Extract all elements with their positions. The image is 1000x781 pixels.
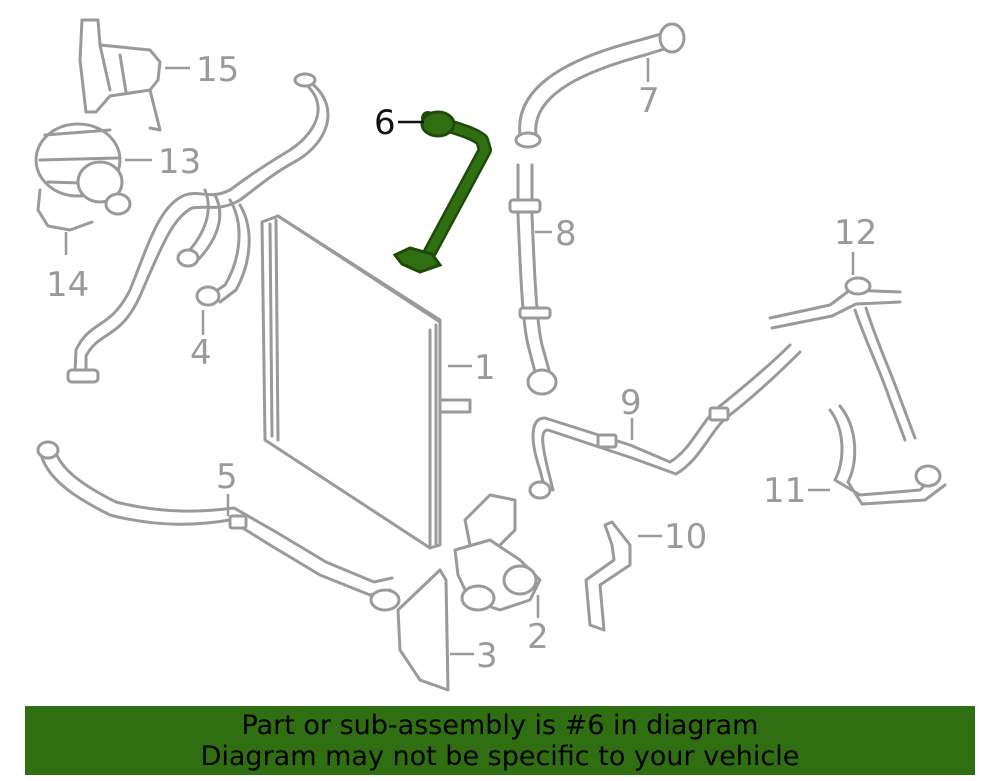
callout-14: 14 (46, 265, 89, 305)
callout-1: 1 (474, 348, 496, 388)
part-14-clip (36, 188, 94, 232)
callout-8: 8 (555, 214, 577, 254)
callout-4: 4 (190, 333, 212, 373)
banner-line-1: Part or sub-assembly is #6 in diagram (241, 710, 759, 741)
part-3-shield (396, 568, 450, 692)
info-banner: Part or sub-assembly is #6 in diagram Di… (25, 706, 975, 775)
part-10-bracket (584, 520, 632, 632)
callout-5: 5 (216, 457, 238, 497)
part-11-hose (828, 404, 947, 506)
part-7-hose (514, 22, 686, 149)
callout-12: 12 (834, 213, 877, 253)
parts-diagram: 15 13 14 4 1 6 (34, 18, 947, 692)
callout-2: 2 (527, 617, 549, 657)
callout-13: 13 (158, 142, 201, 182)
banner-line-2: Diagram may not be specific to your vehi… (200, 741, 800, 772)
callout-9: 9 (620, 383, 642, 423)
part-8-hose (508, 163, 558, 396)
upper-hose-assembly (66, 72, 330, 384)
callout-3: 3 (476, 636, 498, 676)
part-2-water-pump (453, 493, 542, 612)
part-5-hose (36, 440, 401, 612)
callout-10: 10 (664, 517, 707, 557)
part-9-hose (528, 343, 802, 500)
callout-15: 15 (196, 50, 239, 90)
part-13-pump (34, 122, 132, 216)
callout-11: 11 (763, 471, 806, 511)
callout-6: 6 (374, 103, 396, 143)
callout-7: 7 (638, 81, 660, 121)
part-1-radiator (260, 214, 472, 550)
part-6-hose (392, 110, 492, 274)
part-12-hose (768, 276, 917, 442)
part-15-bracket (78, 18, 162, 132)
